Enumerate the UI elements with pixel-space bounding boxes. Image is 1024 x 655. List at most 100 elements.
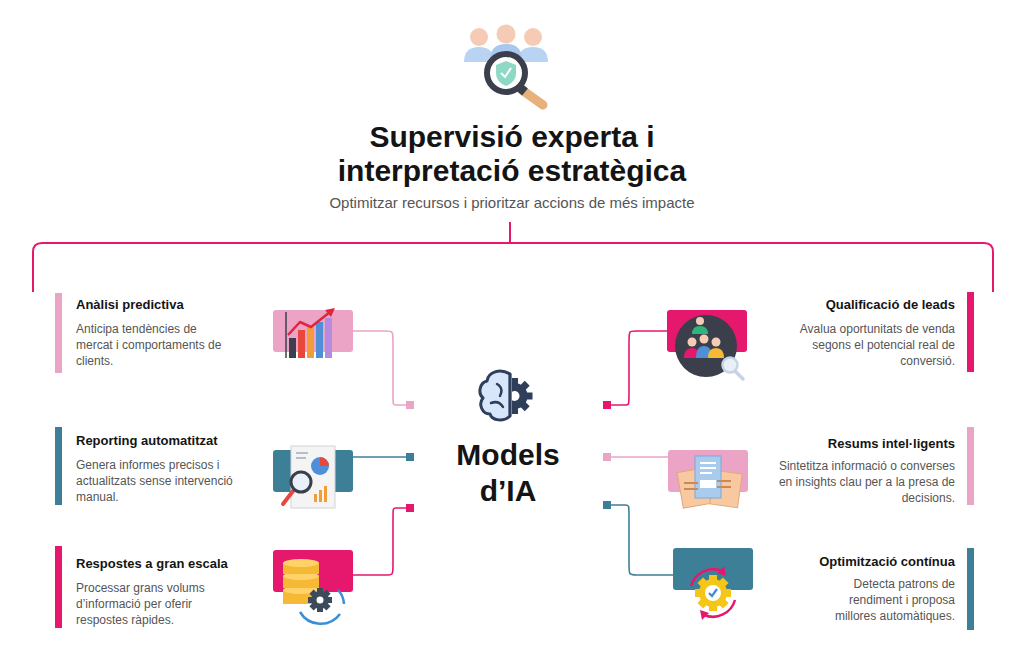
chart-bar [325,318,332,358]
report-line [296,457,306,459]
brain-fold [491,374,510,416]
hub-node: Models d’IA [410,365,607,515]
gear-hole [705,585,721,601]
magnifier-handle [283,491,293,504]
gear-hole [512,391,520,401]
feature-band: Respostes a gran escalaProcessar grans v… [55,546,353,628]
chart-icon [273,308,353,358]
connector [353,508,410,575]
document [695,456,721,498]
report-icon [273,446,353,508]
optimisation-icon [673,548,753,620]
feature-band: Optimització contínuaDetecta patrons de … [673,548,974,630]
gear-tooth [512,381,530,411]
connector [607,331,667,405]
report-line [296,452,308,454]
check-mark [501,68,511,77]
feature-description: Detecta patrons de rendiment i proposa m… [823,576,955,624]
person-head [524,28,542,46]
magnifier-handle [522,90,543,105]
subtitle: Optimitzar recursos i prioritzar accions… [212,193,812,213]
person-head [497,25,516,44]
document-line [684,488,698,490]
feature-description: Processar grans volums d’informació per … [76,580,236,628]
icon-disc [675,315,737,377]
mini-bar [319,490,322,502]
person-head [696,317,704,325]
document-line [700,467,716,469]
feature-band: Qualificació de leadsAvalua oportunitats… [667,292,974,372]
feature-description: Sintetitza informació o converses en ins… [771,458,955,506]
icon-box [273,550,353,592]
document-line [684,482,698,484]
magnifier-lens [723,358,738,373]
person-body [708,348,724,358]
chart-axis [285,312,287,358]
document-block [700,480,716,488]
feature-heading: Reporting automatitzat [76,433,218,449]
mini-bar [324,486,327,502]
supervision-icon [464,25,548,106]
connector [353,331,410,405]
gear-tooth [309,589,330,610]
gear-body [512,383,528,409]
feature-heading: Resums intel·ligents [828,436,955,452]
gear-half [512,378,533,414]
document-line [700,462,716,464]
trend-line [288,312,330,335]
gear-tooth [697,577,728,608]
feature-description: Genera informes precisos i actualitzats … [76,457,236,505]
chart-bar [307,326,314,358]
brain-gear-icon [480,371,533,420]
gear-body [699,579,727,607]
gear-body [311,591,329,609]
feature-band: Reporting automatitzatGenera informes pr… [55,427,353,505]
database-icon [273,550,353,624]
cycle-arrow [691,569,722,586]
cycle-arrow [300,612,340,624]
feature-heading: Optimització contínua [819,554,955,570]
chart-bar [298,330,305,358]
gear-tooth [512,381,530,411]
feature-band: Resums intel·ligentsSintetitza informaci… [668,427,974,505]
cycle-arrow [704,600,735,617]
pie-chart [311,457,329,475]
check-mark [709,589,717,596]
diagram-title: Supervisió experta i interpretació estra… [312,120,712,188]
document-line [717,480,731,482]
magnifier-lens [291,472,311,492]
chart-bar [289,338,296,358]
connector [607,456,668,458]
brain-half [480,371,510,420]
feature-band: Anàlisi predictivaAnticipa tendències de… [55,293,353,373]
feature-description: Avalua oportunitats de venda segons el p… [771,321,955,369]
connector [353,456,410,458]
feature-heading: Respostes a gran escala [76,556,228,572]
magnifier-lens [487,54,525,92]
bracket-stem [509,222,511,243]
person-head [470,28,488,46]
trend-arrow [325,308,335,317]
leads-icon [667,310,747,379]
db-disk-top [283,559,319,567]
cycle-arrowhead [717,566,726,576]
gear-tooth [309,589,330,610]
person-head [700,335,709,344]
chart-bar [316,322,323,358]
feature-heading: Qualificació de leads [826,297,955,313]
pie-slice [320,457,329,466]
shield [496,61,516,86]
mini-bar [314,494,317,502]
gear-hole [317,597,324,604]
document-line [700,472,712,474]
report-sheet [291,446,335,508]
connector [607,505,673,575]
cycle-arrow [338,590,344,604]
person-head [688,338,697,347]
gear-tooth [697,577,728,608]
documents-icon [668,450,748,508]
magnifier-handle [735,371,743,379]
feature-heading: Anàlisi predictiva [76,297,184,313]
person-body [692,326,708,334]
